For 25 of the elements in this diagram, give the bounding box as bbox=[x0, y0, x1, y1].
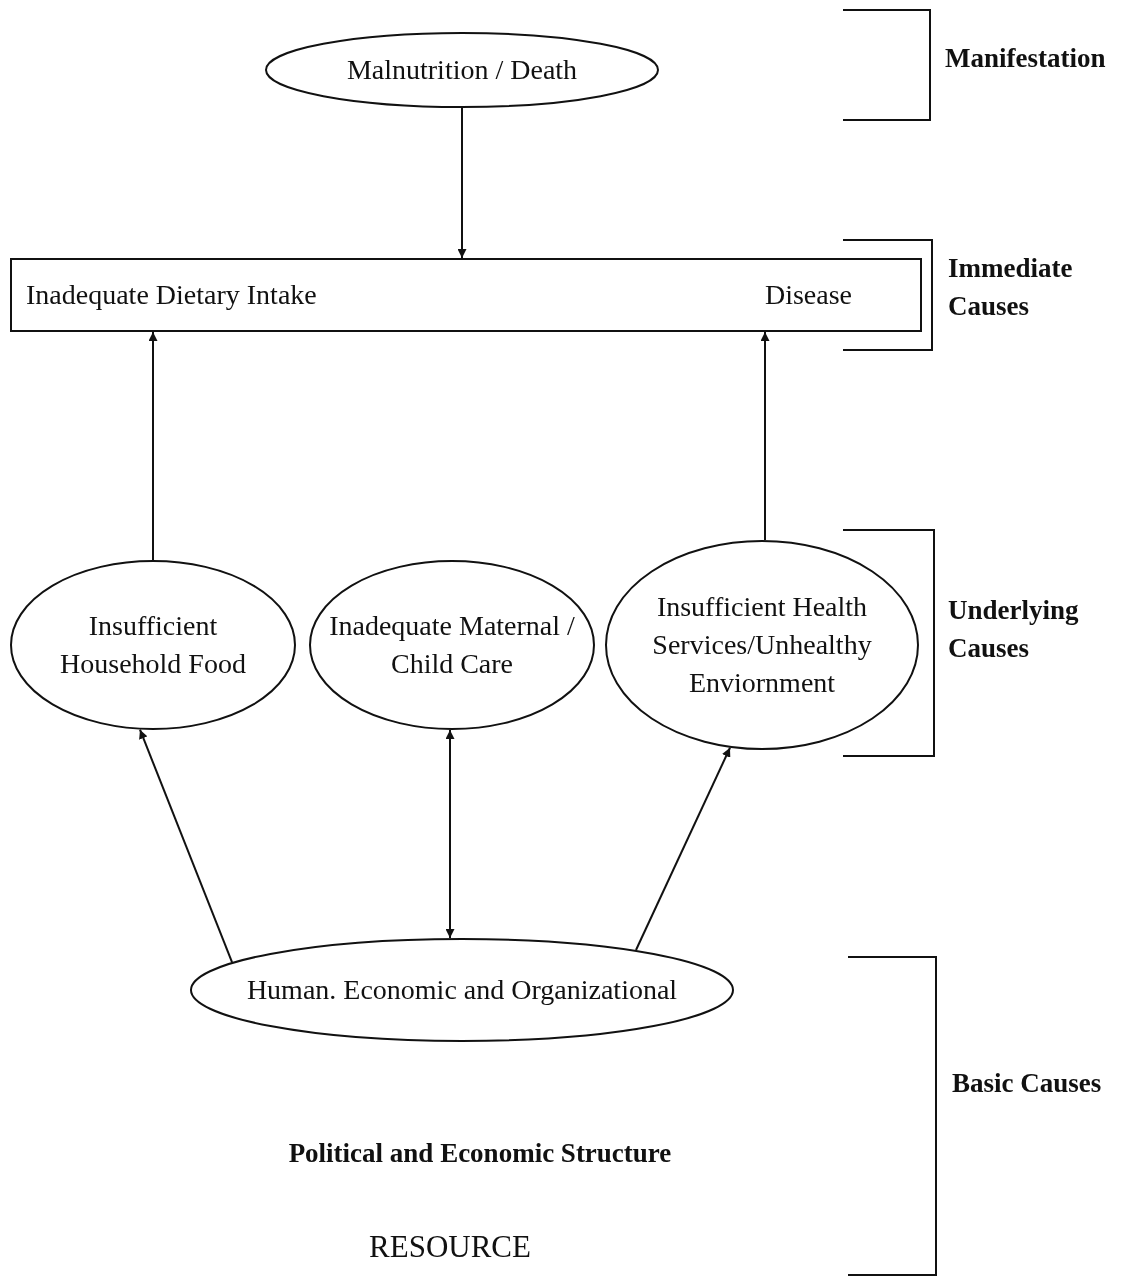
cause-ellipse bbox=[605, 540, 919, 750]
note-text: RESOURCE bbox=[368, 1228, 532, 1266]
arrow bbox=[457, 107, 467, 259]
node-text: Human. Economic and Organizational bbox=[246, 973, 678, 1008]
node-text: Disease bbox=[764, 278, 852, 313]
node-text: Inadequate Dietary Intake bbox=[26, 278, 317, 313]
arrow bbox=[139, 728, 233, 964]
arrow bbox=[760, 331, 770, 541]
node-text: Insufficient Health Services/Unhealthy Enviornment bbox=[651, 590, 873, 700]
arrow bbox=[635, 746, 731, 952]
node-text: Inadequate Maternal / Child Care bbox=[328, 609, 576, 681]
arrow bbox=[445, 729, 455, 940]
level-label: Manifestation bbox=[945, 42, 1106, 75]
cause-ellipse bbox=[10, 560, 296, 730]
note-text: Political and Economic Structure bbox=[287, 1137, 673, 1170]
node-text: Malnutrition / Death bbox=[346, 53, 578, 88]
outcome-ellipse bbox=[265, 32, 659, 108]
level-label: Basic Causes bbox=[952, 1067, 1102, 1100]
arrow bbox=[148, 331, 158, 561]
level-label: Immediate Causes bbox=[948, 252, 1074, 323]
cause-box bbox=[10, 258, 922, 332]
level-label: Underlying Causes bbox=[948, 594, 1080, 665]
node-text: Insufficient Household Food bbox=[59, 609, 247, 681]
cause-ellipse bbox=[309, 560, 595, 730]
resource-ellipse bbox=[190, 938, 734, 1042]
